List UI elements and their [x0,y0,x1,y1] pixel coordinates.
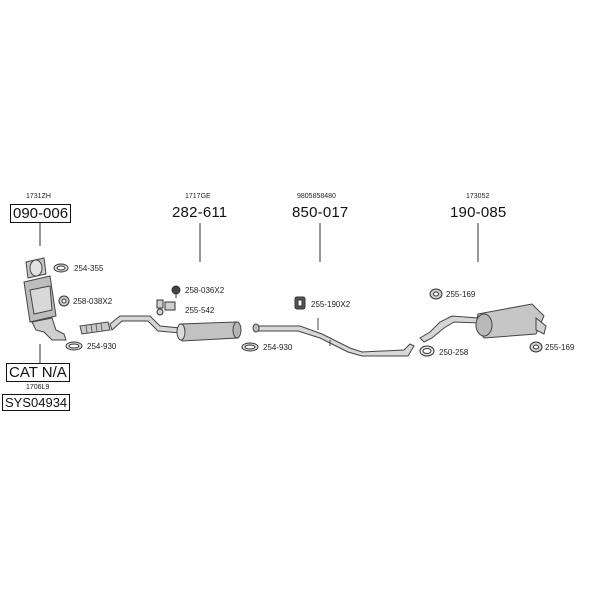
system-number-button[interactable]: SYS04934 [2,394,71,411]
fitting-label[interactable]: 258-036X2 [185,286,225,295]
middle-pipe-icon [79,315,242,342]
fitting-label[interactable]: 255-169 [446,290,476,299]
cat-ref-label: 1706L9 [26,384,50,391]
part-ref-label: 9805858480 [297,193,336,200]
part-number-link[interactable]: 190-085 [450,204,507,221]
fitting-label[interactable]: 255-169 [545,343,575,352]
gasket-icon [58,295,70,307]
rear-silencer-icon [419,303,547,343]
part-ref-label: 1717GE [185,193,211,200]
rubber-mount-icon [156,299,176,316]
rubber-mount-icon [294,296,306,310]
part-number-button[interactable]: 090-006 [10,204,72,223]
center-pipe-icon [252,318,415,357]
fitting-label[interactable]: 254-930 [87,342,117,351]
fitting-label[interactable]: 250-258 [439,348,469,357]
rubber-mount-icon [429,288,443,300]
part-ref-label: 173052 [466,193,490,200]
part-ref-label: 1731ZH [26,193,51,200]
clamp-icon [65,341,83,351]
clamp-icon [419,345,435,357]
fitting-label[interactable]: 258-038X2 [73,297,113,306]
fitting-label[interactable]: 255-190X2 [311,300,351,309]
part-number-link[interactable]: 850-017 [292,204,349,221]
part-number-link[interactable]: 282-611 [172,204,228,221]
clamp-icon [53,263,69,273]
rubber-mount-icon [529,341,543,353]
fitting-label[interactable]: 254-355 [74,264,104,273]
cat-label-button[interactable]: CAT N/A [6,363,70,382]
fitting-label[interactable]: 254-930 [263,343,293,352]
clamp-icon [241,342,259,352]
fitting-label[interactable]: 255-542 [185,306,215,315]
bolt-icon [171,285,181,298]
catalytic-converter-icon [23,257,67,341]
